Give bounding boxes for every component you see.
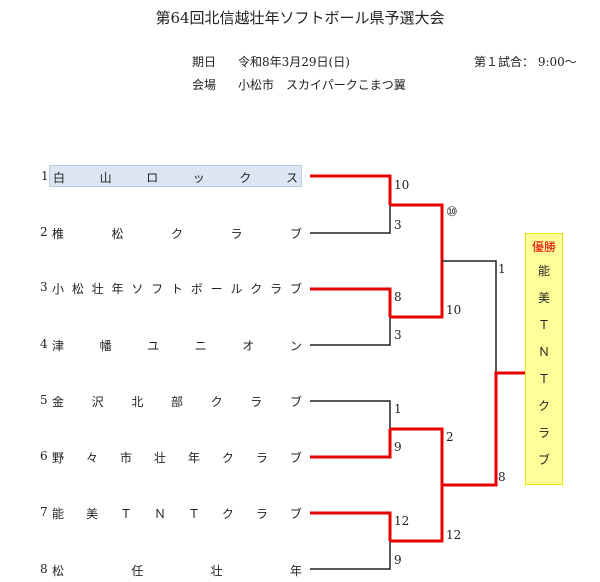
line-sf2-top <box>390 427 444 485</box>
line-sf2-bottom <box>390 485 444 543</box>
score-m1-bottom: 3 <box>394 218 402 232</box>
team-row-1: 1 白山ロックス <box>41 165 302 187</box>
score-sf2-bottom: 12 <box>446 528 462 542</box>
team-number: 2 <box>40 225 48 239</box>
score-m3-bottom: 9 <box>394 440 402 454</box>
line-m2-bottom <box>310 317 391 346</box>
team-number: 8 <box>40 562 48 576</box>
first-match-time: 第１試合： 9:00～ <box>474 55 577 69</box>
team-number: 7 <box>40 505 48 519</box>
venue-label: 会場 <box>192 78 217 92</box>
score-m2-top: 8 <box>394 290 402 304</box>
team-row-6: 6 野々市壮年クラブ <box>40 446 302 468</box>
team-number: 4 <box>40 337 48 351</box>
team-number: 3 <box>40 280 48 294</box>
team-row-5: 5 金沢北部クラブ <box>40 390 302 412</box>
team-name: 椎松クラブ <box>52 227 302 241</box>
score-m4-bottom: 9 <box>394 553 402 567</box>
team-name: 小松壮年ソフトボールクラブ <box>52 282 302 296</box>
team-row-2: 2 椎松クラブ <box>40 222 302 244</box>
score-sf2-top: 2 <box>446 430 454 444</box>
team-row-4: 4 津幡ユニオン <box>40 334 302 356</box>
line-final-bottom <box>442 371 525 487</box>
date-value: 令和8年3月29日(日) <box>238 55 350 69</box>
line-m2-top <box>310 287 392 317</box>
score-m1-top: 10 <box>394 178 410 192</box>
team-name: 白山ロックス <box>53 171 298 185</box>
score-m3-top: 1 <box>394 402 402 416</box>
score-m2-bottom: 3 <box>394 328 402 342</box>
team-number: 6 <box>40 449 48 463</box>
score-sf1-bottom: 10 <box>446 303 462 317</box>
team-name: 津幡ユニオン <box>52 339 302 353</box>
team-number: 5 <box>40 393 48 407</box>
score-final-top: 1 <box>498 262 506 276</box>
line-m3-top <box>310 400 391 429</box>
line-m1-top <box>310 174 392 205</box>
score-m4-top: 12 <box>394 514 410 528</box>
page-title: 第64回北信越壮年ソフトボール県予選大会 <box>155 9 445 27</box>
champion-label: 優勝 <box>531 240 556 254</box>
team-row-3: 3 小松壮年ソフトボールクラブ <box>40 277 302 299</box>
team-row-8: 8 松任壮年 <box>40 559 302 581</box>
line-final-top <box>442 260 497 373</box>
line-m1-bottom <box>310 205 391 234</box>
venue-value: 小松市 スカイパークこまつ翼 <box>238 78 406 92</box>
team-name: 松任壮年 <box>52 564 302 578</box>
team-name: 野々市壮年クラブ <box>52 451 302 465</box>
line-sf1-bottom <box>390 261 444 319</box>
team-number: 1 <box>41 169 49 183</box>
line-m4-bottom <box>310 541 391 570</box>
line-m4-top <box>310 511 392 541</box>
date-label: 期日 <box>192 55 217 69</box>
team-name: 金沢北部クラブ <box>52 395 302 409</box>
score-sf1-top: ⑩ <box>446 205 458 220</box>
line-sf1-top <box>390 203 444 261</box>
line-m3-bottom <box>310 429 392 459</box>
score-final-bottom: 8 <box>498 470 506 484</box>
